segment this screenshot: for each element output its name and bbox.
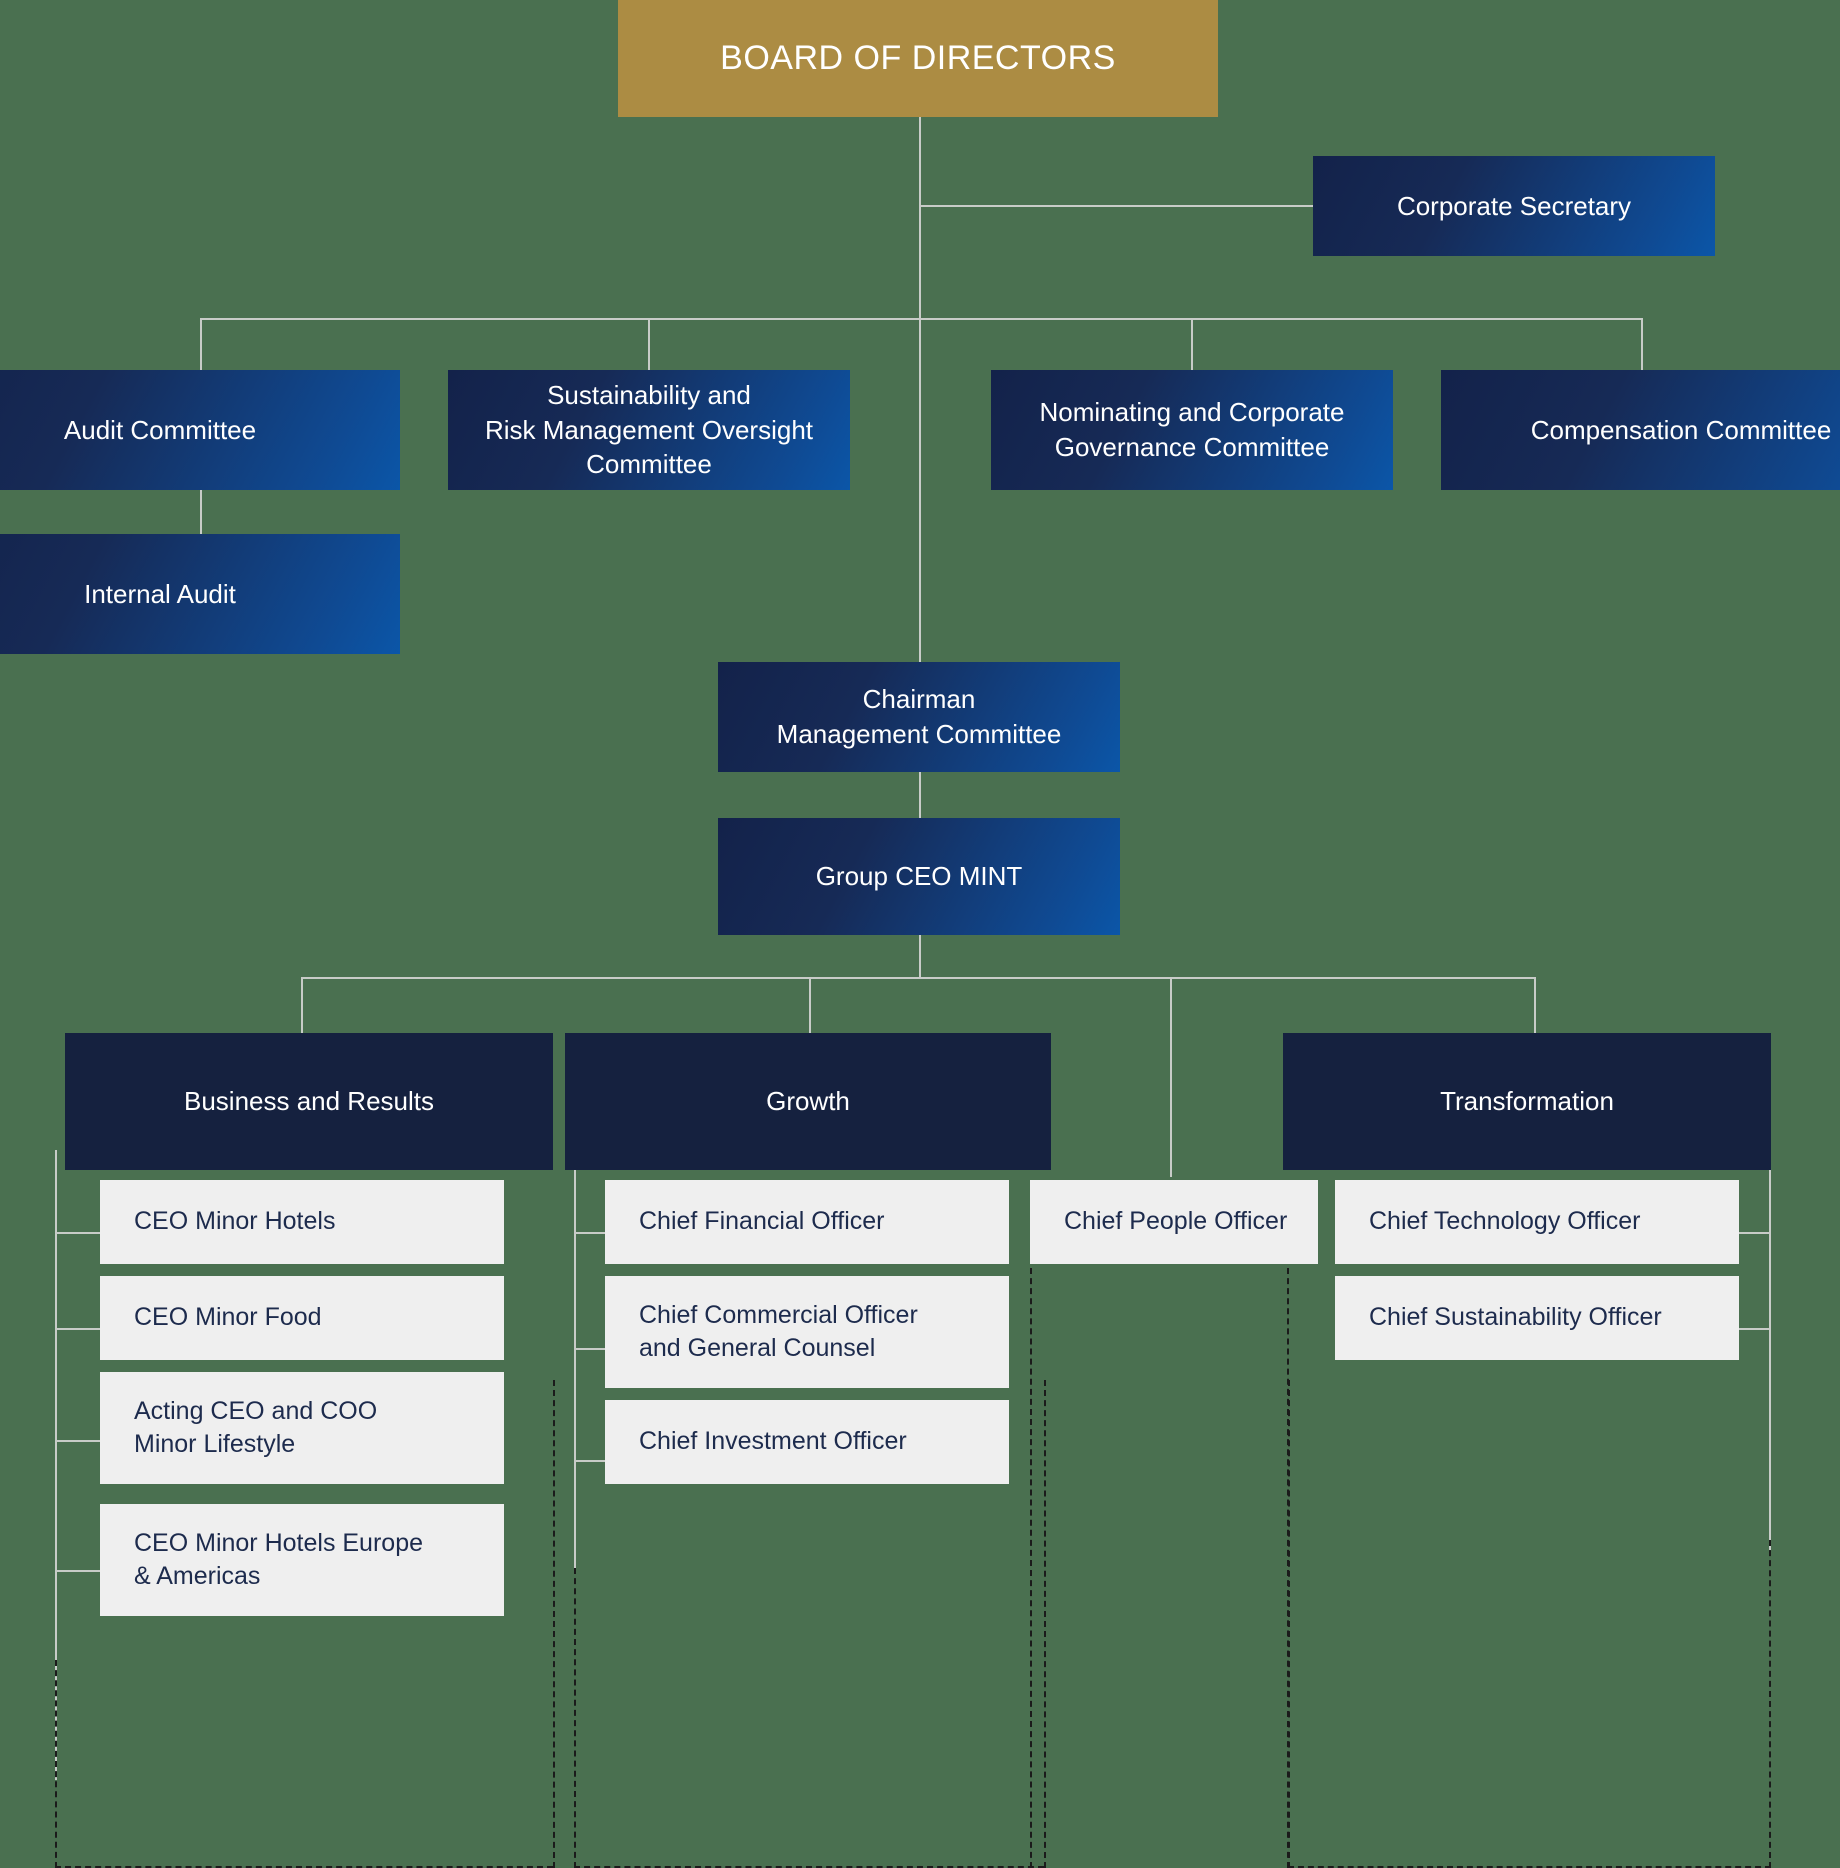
internal-audit-box[interactable]: Internal Audit bbox=[0, 534, 400, 654]
dotted-boundary-growth-bottom bbox=[574, 1866, 1044, 1868]
committee-box-nominating-governance[interactable]: Nominating and Corporate Governance Comm… bbox=[991, 370, 1393, 490]
role-label-ceo-minor-food: CEO Minor Food bbox=[134, 1303, 322, 1332]
board-of-directors-label: BOARD OF DIRECTORS bbox=[720, 38, 1116, 77]
connector-stub-ceo-minor-hotels bbox=[55, 1232, 100, 1234]
pillar-label-growth: Growth bbox=[766, 1086, 850, 1117]
pillar-box-business-and-results[interactable]: Business and Results bbox=[65, 1033, 553, 1170]
corporate-secretary-label: Corporate Secretary bbox=[1396, 190, 1632, 221]
committee-box-audit[interactable]: Audit Committee bbox=[0, 370, 400, 490]
pillar-label-transformation: Transformation bbox=[1440, 1086, 1614, 1117]
role-box-acting-ceo-minor-lifestyle[interactable]: Acting CEO and COO Minor Lifestyle bbox=[100, 1372, 504, 1484]
board-of-directors-box[interactable]: BOARD OF DIRECTORS bbox=[618, 0, 1218, 117]
role-box-chief-commercial-officer[interactable]: Chief Commercial Officer and General Cou… bbox=[605, 1276, 1009, 1388]
role-label-chief-technology-officer: Chief Technology Officer bbox=[1369, 1207, 1641, 1236]
role-box-chief-investment-officer[interactable]: Chief Investment Officer bbox=[605, 1400, 1009, 1484]
role-box-chief-sustainability-officer[interactable]: Chief Sustainability Officer bbox=[1335, 1276, 1739, 1360]
committee-box-sustainability-risk[interactable]: Sustainability and Risk Management Overs… bbox=[448, 370, 850, 490]
role-box-chief-people-officer[interactable]: Chief People Officer bbox=[1030, 1180, 1318, 1264]
role-box-chief-technology-officer[interactable]: Chief Technology Officer bbox=[1335, 1180, 1739, 1264]
role-label-acting-ceo-minor-lifestyle: Acting CEO and COO Minor Lifestyle bbox=[134, 1396, 378, 1458]
connector-leg-audit bbox=[200, 318, 202, 370]
role-label-chief-investment-officer: Chief Investment Officer bbox=[639, 1427, 907, 1456]
connector-leg-people-officer bbox=[1170, 977, 1172, 1177]
connector-stub-ceo-minor-food bbox=[55, 1328, 100, 1330]
committee-label-compensation: Compensation Committee bbox=[1530, 414, 1832, 445]
role-box-ceo-minor-hotels[interactable]: CEO Minor Hotels bbox=[100, 1180, 504, 1264]
connector-stub-cfo bbox=[574, 1232, 619, 1234]
committee-label-audit: Audit Committee bbox=[63, 414, 257, 445]
committee-box-compensation[interactable]: Compensation Committee bbox=[1441, 370, 1840, 490]
connector-stub-ceo-europe-americas bbox=[55, 1570, 100, 1572]
role-box-ceo-minor-food[interactable]: CEO Minor Food bbox=[100, 1276, 504, 1360]
pillar-box-growth[interactable]: Growth bbox=[565, 1033, 1051, 1170]
dotted-boundary-growth-left bbox=[574, 1568, 576, 1868]
connector-stub-cco-general-counsel bbox=[574, 1348, 619, 1350]
pillar-box-transformation[interactable]: Transformation bbox=[1283, 1033, 1771, 1170]
connector-leg-nominating bbox=[1191, 318, 1193, 370]
connector-leg-transformation bbox=[1534, 977, 1536, 1033]
dotted-boundary-people-left bbox=[1030, 1268, 1032, 1868]
group-ceo-label: Group CEO MINT bbox=[815, 861, 1023, 892]
committee-label-nominating-governance: Nominating and Corporate Governance Comm… bbox=[1039, 397, 1345, 462]
connector-stub-cso bbox=[1724, 1328, 1771, 1330]
connector-audit-to-internal-audit bbox=[200, 488, 202, 534]
role-box-ceo-minor-hotels-europe-americas[interactable]: CEO Minor Hotels Europe & Americas bbox=[100, 1504, 504, 1616]
connector-rail-business-results bbox=[55, 1150, 57, 1780]
connector-committee-bus bbox=[200, 318, 1642, 320]
role-label-chief-sustainability-officer: Chief Sustainability Officer bbox=[1369, 1303, 1662, 1332]
dotted-boundary-business-right bbox=[553, 1380, 555, 1868]
group-ceo-box[interactable]: Group CEO MINT bbox=[718, 818, 1120, 935]
corporate-secretary-box[interactable]: Corporate Secretary bbox=[1313, 156, 1715, 256]
connector-ceo-trunk bbox=[919, 935, 921, 978]
dotted-boundary-transformation-right bbox=[1769, 1540, 1771, 1868]
connector-leg-growth bbox=[809, 977, 811, 1033]
pillar-label-business-and-results: Business and Results bbox=[183, 1086, 435, 1117]
connector-stub-cio bbox=[574, 1460, 619, 1462]
connector-rail-growth bbox=[574, 1150, 576, 1570]
connector-board-trunk bbox=[919, 117, 921, 662]
role-label-ceo-minor-hotels-europe-americas: CEO Minor Hotels Europe & Americas bbox=[134, 1528, 424, 1590]
role-box-chief-financial-officer[interactable]: Chief Financial Officer bbox=[605, 1180, 1009, 1264]
connector-leg-business-results bbox=[301, 977, 303, 1033]
connector-rail-transformation bbox=[1769, 1150, 1771, 1550]
dotted-boundary-business-left bbox=[55, 1660, 57, 1868]
connector-chairman-to-ceo bbox=[919, 772, 921, 818]
dotted-boundary-business-bottom bbox=[55, 1866, 553, 1868]
connector-pillar-bus bbox=[301, 977, 1534, 979]
connector-board-to-secretary bbox=[919, 205, 1313, 207]
committee-label-sustainability-risk: Sustainability and Risk Management Overs… bbox=[484, 380, 814, 480]
dotted-boundary-growth-right bbox=[1044, 1380, 1046, 1868]
internal-audit-label: Internal Audit bbox=[84, 578, 236, 609]
chairman-management-committee-label: Chairman Management Committee bbox=[776, 684, 1062, 749]
connector-leg-compensation bbox=[1641, 318, 1643, 370]
role-label-chief-people-officer: Chief People Officer bbox=[1064, 1207, 1288, 1236]
dotted-boundary-transformation-left bbox=[1288, 1380, 1290, 1868]
role-label-ceo-minor-hotels: CEO Minor Hotels bbox=[134, 1207, 336, 1236]
role-label-chief-financial-officer: Chief Financial Officer bbox=[639, 1207, 885, 1236]
connector-stub-cto bbox=[1724, 1232, 1771, 1234]
connector-stub-acting-ceo-lifestyle bbox=[55, 1440, 100, 1442]
chairman-management-committee-box[interactable]: Chairman Management Committee bbox=[718, 662, 1120, 772]
role-label-chief-commercial-officer: Chief Commercial Officer and General Cou… bbox=[639, 1300, 918, 1362]
connector-leg-sustainability bbox=[648, 318, 650, 370]
dotted-boundary-transformation-bottom bbox=[1288, 1866, 1771, 1868]
